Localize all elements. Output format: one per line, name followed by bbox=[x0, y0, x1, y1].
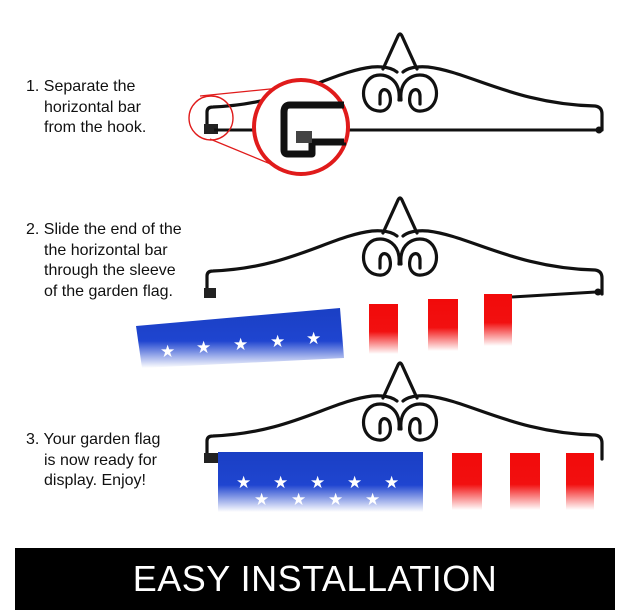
step-line: the horizontal bar bbox=[44, 241, 168, 259]
flag-red-stripe bbox=[566, 453, 594, 510]
hook-end bbox=[204, 124, 218, 134]
hanger-3 bbox=[204, 361, 604, 463]
flag-red-stripe bbox=[428, 299, 458, 351]
step-line: horizontal bar bbox=[44, 98, 141, 116]
flag-red-stripe bbox=[484, 294, 512, 346]
svg-text:★: ★ bbox=[254, 490, 269, 510]
flag-red-stripe bbox=[510, 453, 540, 510]
easy-installation-banner: EASY INSTALLATION bbox=[15, 548, 615, 610]
step-line: display. Enjoy! bbox=[44, 472, 146, 489]
zoom-callout bbox=[188, 78, 350, 176]
step-line: of the garden flag. bbox=[44, 282, 173, 300]
step-2-text: 2. Slide the end of the the horizontal b… bbox=[26, 220, 182, 302]
step-line: 2. Slide the end of the bbox=[26, 221, 182, 238]
garden-flag-installed: ★ ★ ★ ★ ★ ★ ★ ★ ★ bbox=[218, 452, 594, 512]
flag-stars: ★ ★ ★ ★ ★ bbox=[160, 329, 321, 362]
svg-text:★: ★ bbox=[196, 338, 211, 358]
svg-text:★: ★ bbox=[328, 490, 343, 510]
svg-text:★: ★ bbox=[365, 490, 380, 510]
step-line: from the hook. bbox=[44, 119, 147, 136]
svg-text:★: ★ bbox=[384, 473, 399, 493]
svg-text:★: ★ bbox=[233, 335, 248, 355]
step-line: through the sleeve bbox=[44, 262, 176, 279]
svg-text:★: ★ bbox=[310, 473, 325, 493]
svg-text:★: ★ bbox=[347, 473, 362, 493]
svg-text:★: ★ bbox=[273, 473, 288, 493]
banner-text: EASY INSTALLATION bbox=[132, 558, 498, 599]
hanger-1 bbox=[188, 32, 604, 176]
flag-blue-field bbox=[218, 452, 423, 512]
svg-text:★: ★ bbox=[270, 332, 285, 352]
flag-red-stripe bbox=[369, 304, 398, 354]
horizontal-bar bbox=[511, 290, 597, 299]
garden-flag-sliding: ★ ★ ★ ★ ★ bbox=[136, 288, 602, 368]
flag-red-stripe bbox=[452, 453, 482, 510]
step-line: 1. Separate the bbox=[26, 78, 136, 95]
svg-text:★: ★ bbox=[306, 329, 321, 349]
hanger-2 bbox=[204, 196, 604, 298]
flag-stars: ★ ★ ★ ★ ★ ★ ★ ★ ★ bbox=[236, 473, 399, 510]
flag-blue-field bbox=[136, 308, 344, 368]
step-1-text: 1. Separate the horizontal bar from the … bbox=[26, 77, 146, 139]
svg-text:★: ★ bbox=[236, 473, 251, 493]
svg-text:★: ★ bbox=[291, 490, 306, 510]
svg-text:★: ★ bbox=[160, 342, 175, 362]
step-line: 3. Your garden flag bbox=[26, 431, 161, 448]
step-3-text: 3. Your garden flag is now ready for dis… bbox=[26, 430, 160, 492]
step-line: is now ready for bbox=[44, 451, 157, 469]
